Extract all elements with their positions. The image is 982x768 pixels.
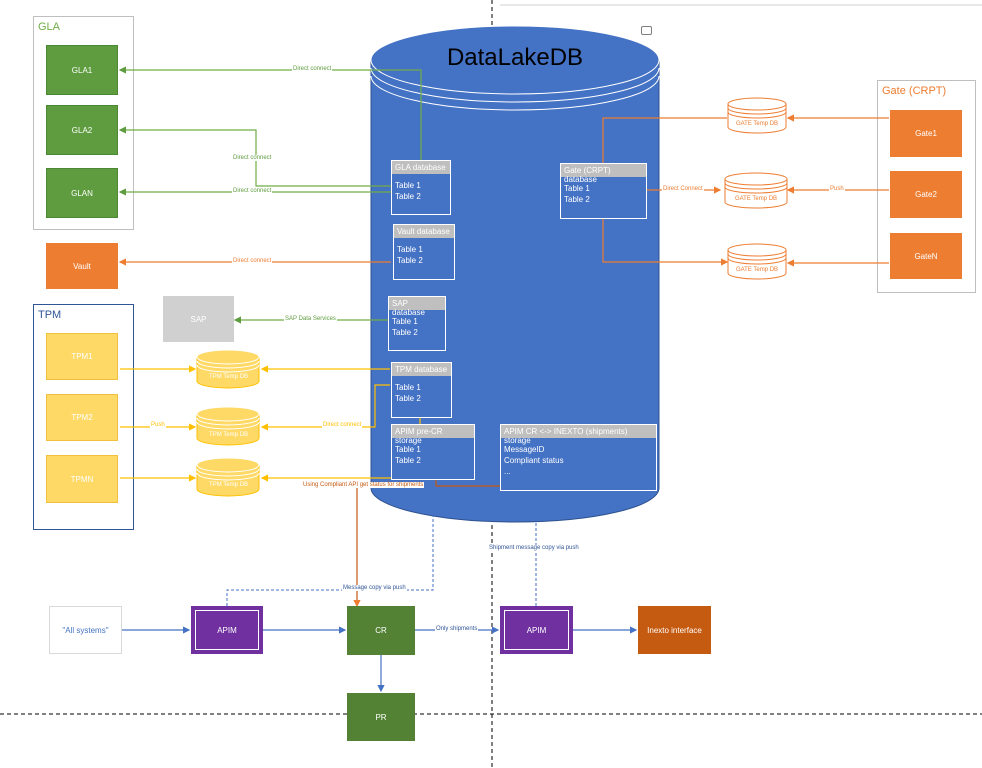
- tpmn-temp-db-icon: [196, 457, 260, 497]
- apim-pre-cr-storage[interactable]: APIM pre-CR storage Table 1 Table 2: [391, 424, 475, 480]
- gla-database-row: Table 2: [395, 192, 421, 201]
- tpm1-temp-db-icon: [196, 349, 260, 389]
- gate1-temp-db-label: GATE Temp DB: [735, 121, 779, 127]
- gate-database-row: Table 2: [564, 195, 590, 204]
- glan-node[interactable]: GLAN: [46, 168, 118, 218]
- gate2-node[interactable]: Gate2: [890, 171, 962, 218]
- vault-database[interactable]: Vault database Table 1 Table 2: [393, 224, 455, 280]
- sap-database-row: Table 1: [392, 317, 418, 326]
- apim-pre-cr-storage-header: APIM pre-CR storage: [392, 425, 474, 445]
- apim-node-2[interactable]: APIM: [500, 606, 573, 654]
- tpm2-temp-db-label: TPM Temp DB: [209, 432, 248, 438]
- vault-database-row: Table 1: [397, 245, 423, 254]
- vault-database-row: Table 2: [397, 256, 423, 265]
- edge-label-tpm-push: Push: [150, 422, 166, 428]
- edge-label-glan: Direct connect: [232, 188, 273, 194]
- tpmn-temp-db-label: TPM Temp DB: [209, 482, 248, 488]
- apim-cr-inexto-storage-row: Compliant status: [504, 456, 564, 465]
- gla-group-title: GLA: [38, 21, 61, 33]
- edge-label-sap: SAP Data Services: [284, 316, 337, 322]
- apim-cr-inexto-storage-row: ...: [504, 467, 511, 476]
- pr-node[interactable]: PR: [347, 693, 415, 741]
- cr-node[interactable]: CR: [347, 606, 415, 655]
- gate1-node[interactable]: Gate1: [890, 110, 962, 157]
- gate2-temp-db-icon: [724, 172, 788, 209]
- edge-label-gate-push: Push: [829, 186, 845, 192]
- apim-node-2-frame: [504, 610, 569, 650]
- tpm-group-title: TPM: [38, 309, 62, 321]
- apim-cr-inexto-storage-row: MessageID: [504, 445, 545, 454]
- gla-database-header: GLA database: [392, 161, 450, 174]
- gaten-temp-db-label: GATE Temp DB: [735, 267, 779, 273]
- edge-label-vault: Direct connect: [232, 258, 273, 264]
- sap-node[interactable]: SAP: [163, 296, 234, 342]
- apim-cr-inexto-storage[interactable]: APIM CR <-> INEXTO (shipments) storage M…: [500, 424, 657, 491]
- apim-node-1-label: APIM: [217, 625, 237, 635]
- gate-database-header: Gate (CRPT) database: [561, 164, 646, 184]
- sap-database[interactable]: SAP database Table 1 Table 2: [388, 296, 446, 351]
- tpm2-temp-db-icon: [196, 406, 260, 446]
- vault-database-header: Vault database: [394, 225, 454, 238]
- apim-cr-inexto-storage-header: APIM CR <-> INEXTO (shipments) storage: [501, 425, 656, 445]
- comment-icon[interactable]: [641, 26, 652, 35]
- gate2-temp-db-label: GATE Temp DB: [734, 196, 778, 202]
- edge-label-gate-db: Direct Connect: [662, 186, 704, 192]
- gate1-temp-db-icon: [727, 97, 787, 134]
- gaten-temp-db-icon: [727, 243, 787, 280]
- vault-node[interactable]: Vault: [46, 243, 118, 289]
- gate-group-title: Gate (CRPT): [882, 85, 947, 97]
- sap-database-row: Table 2: [392, 328, 418, 337]
- gaten-node[interactable]: GateN: [890, 233, 962, 279]
- apim-node-2-label: APIM: [526, 625, 547, 635]
- apim-pre-cr-storage-row: Table 2: [395, 456, 421, 465]
- apim-node-1[interactable]: APIM: [191, 606, 263, 654]
- all-systems-node[interactable]: "All systems": [49, 606, 122, 654]
- tpmn-node[interactable]: TPMN: [46, 455, 118, 503]
- edge-label-only-shipments: Only shipments: [435, 626, 479, 632]
- gla-database[interactable]: GLA database Table 1 Table 2: [391, 160, 451, 215]
- edge-label-tpm-dc: Direct connect: [322, 422, 363, 428]
- tpm1-node[interactable]: TPM1: [46, 333, 118, 380]
- gla2-node[interactable]: GLA2: [46, 105, 118, 155]
- tpm-database[interactable]: TPM database Table 1 Table 2: [391, 362, 452, 418]
- edge-label-gla2: Direct connect: [232, 155, 273, 161]
- apim-node-1-frame: [195, 610, 259, 650]
- tpm-database-row: Table 2: [395, 394, 421, 403]
- gla-database-row: Table 1: [395, 181, 421, 190]
- gla1-node[interactable]: GLA1: [46, 45, 118, 95]
- tpm-database-row: Table 1: [395, 383, 421, 392]
- edge-label-shipment-copy: Shipment message copy via push: [488, 545, 580, 551]
- sap-database-header: SAP database: [389, 297, 445, 317]
- gate-database[interactable]: Gate (CRPT) database Table 1 Table 2: [560, 163, 647, 219]
- tpm2-node[interactable]: TPM2: [46, 394, 118, 441]
- gate-database-row: Table 1: [564, 184, 590, 193]
- inexto-interface-node[interactable]: Inexto interface: [638, 606, 711, 654]
- datalake-title: DataLakeDB: [446, 44, 584, 71]
- tpm1-temp-db-label: TPM Temp DB: [209, 374, 248, 380]
- apim-pre-cr-storage-row: Table 1: [395, 445, 421, 454]
- tpm-database-header: TPM database: [392, 363, 451, 376]
- edge-label-compliant: Using Compliant API get status for shipm…: [302, 482, 425, 488]
- edge-label-gla1: Direct connect: [292, 66, 333, 72]
- edge-label-message-copy: Message copy via push: [342, 585, 407, 591]
